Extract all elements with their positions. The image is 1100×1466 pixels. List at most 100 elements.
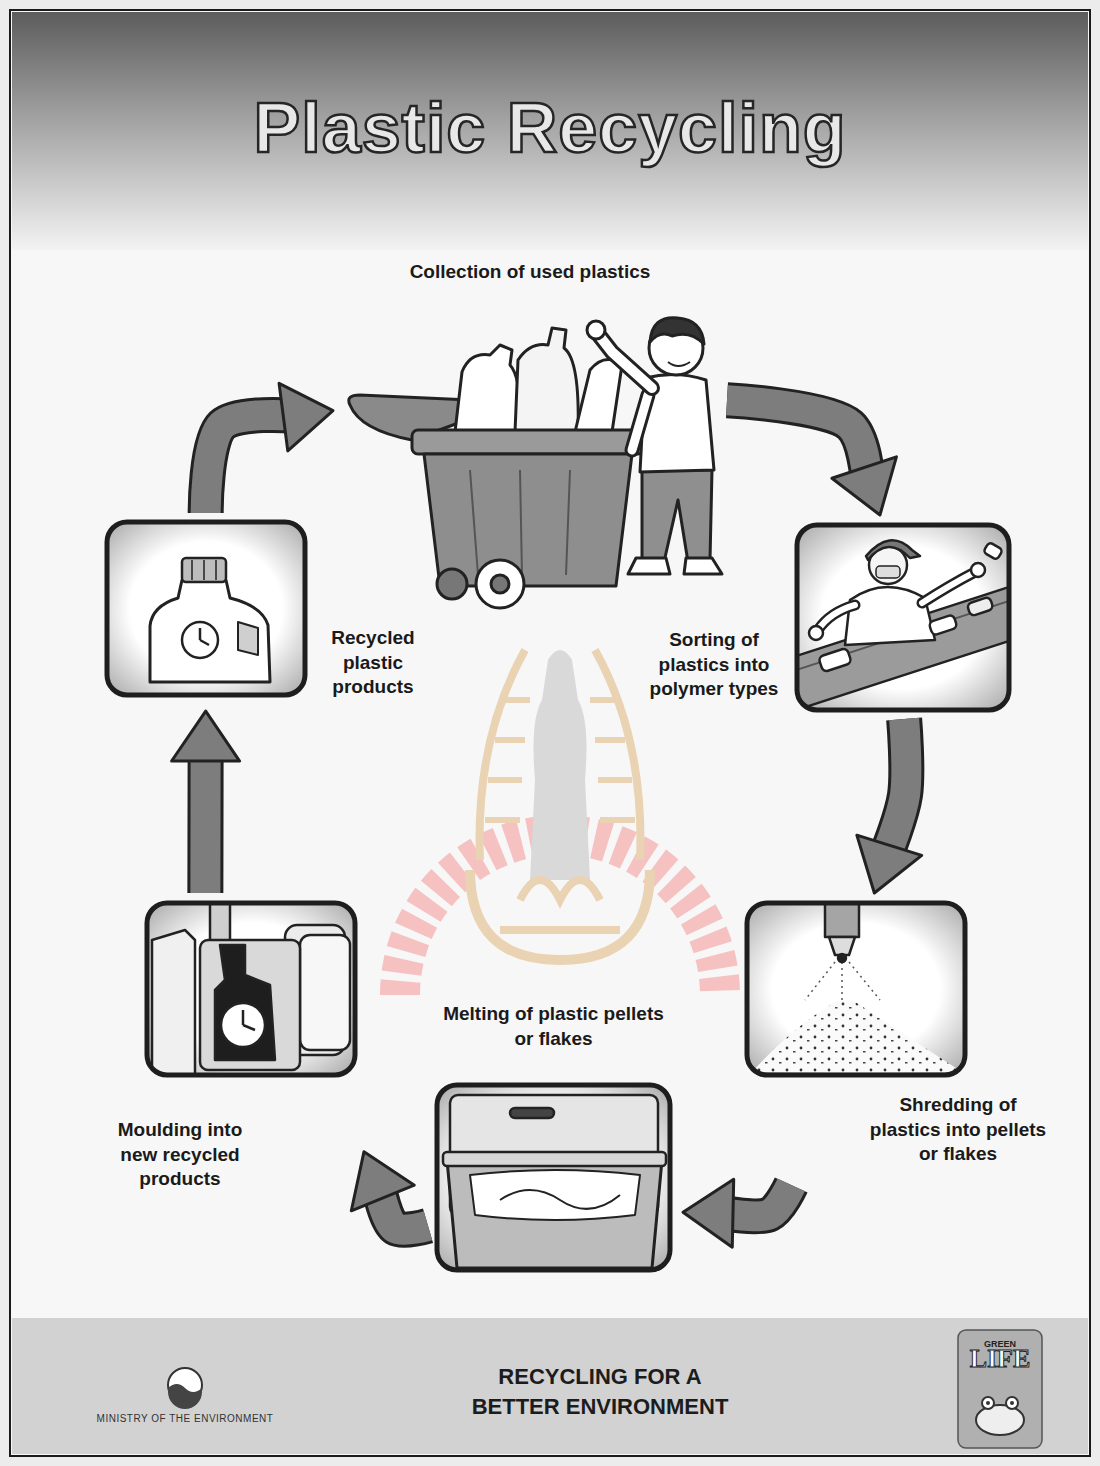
shredding-illustration bbox=[752, 1000, 962, 1072]
recycled-product-illustration bbox=[182, 622, 218, 658]
sorting-illustration bbox=[818, 605, 855, 630]
collection-illustration bbox=[684, 558, 722, 574]
stage-label: Moulding into new recycled products bbox=[100, 1118, 260, 1192]
stage-node: Collection of used plastics bbox=[340, 258, 720, 605]
poster-ground bbox=[12, 1318, 1088, 1454]
sorting-illustration bbox=[809, 626, 823, 640]
cycle-arrow bbox=[727, 400, 896, 515]
sorting-illustration bbox=[928, 614, 957, 635]
footer-slogan: RECYCLING FOR A BETTER ENVIRONMENT bbox=[400, 1362, 800, 1421]
arrow-body bbox=[727, 400, 867, 477]
green-life-logo bbox=[958, 1330, 1042, 1448]
university-logo-watermark bbox=[530, 650, 590, 880]
stage-label-holder: Collection of used plastics bbox=[340, 260, 720, 285]
recycled-product-illustration bbox=[238, 622, 258, 655]
collection-illustration bbox=[437, 569, 467, 599]
green-life-logo bbox=[982, 1397, 994, 1409]
moulding-illustration bbox=[152, 903, 350, 1075]
moulding-illustration bbox=[215, 945, 275, 1060]
shredding-illustration bbox=[805, 962, 880, 1000]
recycled-product-illustration bbox=[150, 580, 270, 682]
arrow-head bbox=[172, 711, 240, 761]
poster-ground bbox=[10, 10, 1090, 1456]
moulding-illustration bbox=[221, 1003, 265, 1047]
recycled-product-illustration bbox=[192, 560, 216, 580]
collection-illustration bbox=[575, 360, 622, 432]
cycle-arrow bbox=[206, 383, 333, 513]
green-life-logo bbox=[1010, 1401, 1014, 1405]
poster-title: Plastic Recycling bbox=[254, 90, 847, 167]
recycled-product-illustration bbox=[107, 522, 305, 695]
moulding-illustration bbox=[147, 900, 355, 1078]
melting-illustration bbox=[510, 1108, 554, 1118]
logo-word-holder: LIFE bbox=[955, 1345, 1045, 1374]
collection-illustration bbox=[587, 321, 605, 339]
sorting-illustration bbox=[797, 525, 1009, 710]
sorting-illustration bbox=[797, 540, 1009, 710]
arrow-outline bbox=[727, 400, 867, 477]
stage-label-holder: Recycled plastic products bbox=[317, 626, 429, 700]
arrow-head bbox=[857, 835, 922, 893]
sorting-illustration bbox=[866, 540, 920, 560]
collection-illustration bbox=[455, 345, 520, 432]
collection-illustration bbox=[412, 430, 644, 454]
sorting-illustration bbox=[876, 566, 900, 578]
sorting-illustration bbox=[845, 587, 935, 645]
arrow-outline bbox=[206, 415, 294, 513]
stage-node: Melting of plastic pellets or flakes bbox=[435, 1000, 676, 1272]
arrow-body bbox=[886, 719, 906, 855]
sorting-illustration bbox=[983, 542, 1003, 560]
sorting-illustration bbox=[971, 563, 985, 577]
university-logo-watermark bbox=[480, 650, 525, 860]
arrow-outline bbox=[187, 751, 223, 893]
arrow-body bbox=[190, 751, 220, 893]
stage-node: Sorting of plastics into polymer types bbox=[640, 522, 1012, 712]
arrow-head bbox=[832, 457, 897, 515]
stage-label: Shredding of plastics into pellets or fl… bbox=[867, 1093, 1049, 1167]
university-logo-watermark bbox=[400, 650, 720, 995]
sorting-illustration bbox=[818, 648, 851, 672]
collection-illustration bbox=[628, 558, 670, 574]
green-life-logo bbox=[986, 1401, 990, 1405]
arrow-head bbox=[279, 383, 333, 450]
moulding-illustration bbox=[152, 930, 195, 1075]
shredding-illustration bbox=[752, 903, 962, 1072]
shredding-illustration bbox=[747, 900, 965, 1075]
footer-slogan-holder: RECYCLING FOR A BETTER ENVIRONMENT bbox=[400, 1362, 800, 1421]
university-logo-watermark bbox=[500, 880, 620, 930]
recycled-product-illustration bbox=[107, 522, 305, 695]
collection-illustration bbox=[632, 395, 648, 450]
recycled-product-illustration bbox=[182, 558, 226, 582]
arrow-body bbox=[206, 415, 294, 513]
shredding-illustration bbox=[838, 954, 846, 962]
melting-illustration bbox=[443, 1095, 666, 1268]
stage-label: Collection of used plastics bbox=[410, 260, 651, 285]
collection-illustration bbox=[632, 395, 648, 450]
sorting-illustration bbox=[818, 605, 855, 630]
stage-label-holder: Melting of plastic pellets or flakes bbox=[435, 1002, 672, 1051]
moulding-illustration bbox=[300, 935, 350, 1050]
cycle-arrow bbox=[172, 711, 240, 893]
sorting-illustration bbox=[922, 572, 975, 603]
collection-illustration bbox=[668, 362, 690, 366]
collection-illustration bbox=[349, 318, 722, 608]
shredding-illustration bbox=[747, 903, 965, 1075]
stage-node: Shredding of plastics into pellets or fl… bbox=[745, 900, 1053, 1178]
university-logo-watermark bbox=[470, 870, 650, 960]
stage-node: Recycled plastic products bbox=[105, 520, 433, 704]
cycle-arrow bbox=[351, 1152, 428, 1230]
stage-label: Sorting of plastics into polymer types bbox=[640, 628, 788, 702]
collection-illustration bbox=[424, 454, 632, 586]
title-holder: Plastic Recycling bbox=[0, 90, 1100, 167]
collection-illustration bbox=[515, 328, 578, 432]
cycle-arrow bbox=[683, 1179, 791, 1247]
collection-illustration bbox=[470, 470, 570, 575]
ministry-name: MINISTRY OF THE ENVIRONMENT bbox=[97, 1413, 274, 1425]
recycled-product-illustration bbox=[107, 522, 305, 695]
collection-illustration bbox=[598, 334, 652, 388]
